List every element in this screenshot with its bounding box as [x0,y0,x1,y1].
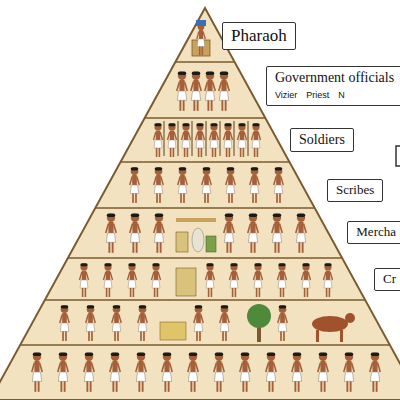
figure [60,305,70,341]
figure [80,263,89,297]
figure [248,213,259,252]
figure [344,352,355,391]
figure [266,352,277,391]
merchant-figures [106,213,307,252]
craftsmen-figures [80,263,333,297]
figure [252,123,261,157]
soldier-figures [154,121,261,157]
figure [302,263,311,297]
figure [196,123,205,157]
figure [226,167,236,203]
figure [296,213,307,252]
scribes-box: Scribes [327,179,383,202]
figure [138,305,148,341]
figure [318,352,329,391]
figure [324,263,333,297]
tier-label: Mercha [356,225,396,240]
figure [182,123,191,157]
officials-box: Government officialsVizier Priest N [266,66,400,106]
figure [86,305,96,341]
figure [152,263,161,297]
figure [104,263,113,297]
figure [136,352,147,391]
slave-figures [32,352,381,391]
figure [188,352,199,391]
figure [32,352,43,391]
sub-label: N [338,90,345,100]
sub-label: Priest [306,90,329,100]
figure [214,352,225,391]
figure [250,167,260,203]
scribe-figures [130,167,284,203]
figure [274,167,284,203]
tier-label: Pharaoh [231,26,287,46]
figure [278,263,287,297]
figure [238,123,247,157]
farmer-figures [60,304,355,342]
figure [177,71,188,110]
figure [254,263,263,297]
figure [224,213,235,252]
figure [191,71,202,110]
figure [205,71,216,110]
sub-label: Vizier [275,90,297,100]
figure [194,305,204,341]
figure [370,352,381,391]
pharaoh-figure [192,20,210,56]
figure [112,305,122,341]
figure [58,352,69,391]
pyramid [0,8,400,400]
figure [168,123,177,157]
figure [106,213,117,252]
figure [154,123,163,157]
figure [219,71,230,110]
figure [128,263,137,297]
tier-label: Government officials [275,70,394,86]
figure [206,263,215,297]
craftsmen-box: Cr [374,268,400,291]
tier-label: Scribes [336,183,374,198]
figure [84,352,95,391]
figure [154,213,165,252]
figure [224,123,233,157]
figure [162,352,173,391]
figure [240,352,251,391]
figure [130,167,140,203]
figure [210,123,219,157]
pharaoh-box: Pharaoh [222,22,296,50]
figure [278,305,288,341]
tier-label: Cr [383,272,396,287]
figure [220,305,230,341]
officials-figures [177,71,230,110]
merchants-box: Mercha [347,221,400,244]
figure [292,352,303,391]
figure [130,213,141,252]
figure [110,352,121,391]
soldiers-box: Soldiers [290,128,354,152]
figure [202,167,212,203]
figure [154,167,164,203]
figure [272,213,283,252]
cut-off-box [396,146,400,166]
figure [230,263,239,297]
figure [178,167,188,203]
tier-label: Soldiers [299,132,345,148]
